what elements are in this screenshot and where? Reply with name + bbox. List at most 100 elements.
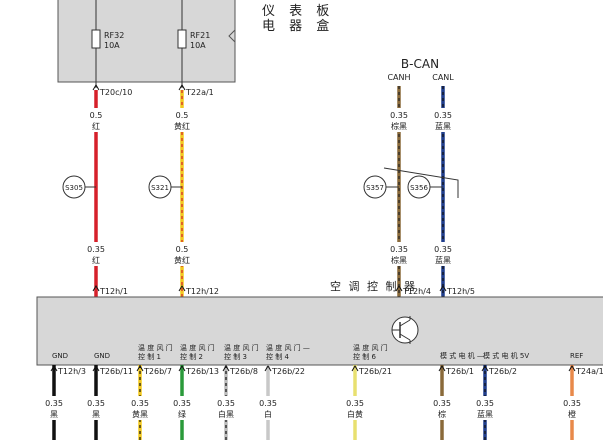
wire-color: 棕	[438, 409, 446, 419]
wire-size: 0.35	[390, 245, 408, 254]
wire-size: 0.35	[433, 399, 451, 408]
label-backing	[387, 108, 411, 132]
connector-arrow-icon	[178, 285, 186, 292]
fuse-rf21-icon	[177, 29, 187, 49]
module-pin-id: T26b/11	[99, 367, 133, 376]
module-pin-label: GND	[94, 352, 110, 360]
connector-arrow-icon	[264, 365, 272, 372]
bus-low-label: CANL	[432, 73, 454, 82]
fuse-rf32-icon	[91, 29, 101, 49]
module-pin-id: T26b/8	[229, 367, 258, 376]
splice-id: S357	[366, 184, 384, 192]
fuse-id: RF32	[104, 31, 124, 40]
connector-arrow-icon	[351, 365, 359, 372]
connector-arrow-icon	[481, 365, 489, 372]
bottom-wire: T26b/1 模 式 电 机 — 0.35棕	[430, 351, 484, 440]
module-pin-id: T26b/1	[445, 367, 474, 376]
module-pin-label: 温 度 风 门控 制 2	[180, 343, 215, 361]
module-pin-label: REF	[570, 352, 583, 360]
label-backing	[170, 242, 194, 266]
wire-color: 黄红	[174, 121, 190, 131]
label-backing	[431, 242, 455, 266]
label-backing	[84, 108, 108, 132]
module-pin-label: GND	[52, 352, 68, 360]
module-pin-id: T26b/7	[143, 367, 172, 376]
connector-arrow-icon	[50, 365, 58, 372]
wire-size: 0.35	[476, 399, 494, 408]
module-pin-label: 温 度 风 门控 制 3	[224, 343, 259, 361]
connector-arrow-icon	[439, 285, 447, 292]
wire-size: 0.35	[390, 111, 408, 120]
bus-title: B-CAN	[401, 57, 439, 71]
wire-size: 0.35	[434, 245, 452, 254]
module-pin-id: T12h/3	[57, 367, 86, 376]
wire-color: 棕黑	[391, 121, 407, 131]
module-pin-id: T12h/1	[99, 287, 128, 296]
splice-icon	[363, 175, 387, 199]
module-transistor-icon	[391, 316, 419, 344]
module-label: 空 调 控 制 器	[330, 279, 417, 293]
connector-arrow-icon	[92, 84, 100, 91]
module-pin-id: T24a/1	[575, 367, 603, 376]
wire-color: 白黄	[347, 409, 363, 419]
fuse-rating: 10A	[190, 41, 206, 50]
connector-arrow-icon	[178, 365, 186, 372]
wire-size: 0.5	[176, 111, 189, 120]
label-backing	[473, 396, 497, 420]
label-backing	[170, 108, 194, 132]
module-pin-label: 模 式 电 机 —	[440, 351, 484, 360]
wire-size: 0.35	[346, 399, 364, 408]
wire-size: 0.35	[259, 399, 277, 408]
wire-color: 白	[264, 409, 272, 419]
module-pin-label: 温 度 风 门控 制 6	[353, 343, 388, 361]
cluster-box-label-line2: 电 器 盒	[262, 18, 334, 34]
splice-icon	[62, 175, 86, 199]
connector-arrow-icon	[222, 365, 230, 372]
label-backing	[170, 396, 194, 420]
wire-color: 蓝黑	[435, 255, 451, 265]
wire-connector-id: T22a/1	[185, 88, 214, 97]
wire-size: 0.35	[434, 111, 452, 120]
wire-size: 0.35	[45, 399, 63, 408]
module-pin-id: T26b/13	[185, 367, 219, 376]
wire-color: 黄红	[174, 255, 190, 265]
splice-icon	[148, 175, 172, 199]
cluster-box-label-line1: 仪 表 板	[262, 4, 334, 19]
connector-arrow-icon	[92, 365, 100, 372]
label-backing	[214, 396, 238, 420]
climate-module-box	[36, 296, 603, 366]
wire-size: 0.35	[87, 245, 105, 254]
wire-size: 0.5	[176, 245, 189, 254]
wire-color: 白黑	[218, 409, 234, 419]
label-backing	[84, 242, 108, 266]
label-backing	[128, 396, 152, 420]
wire-color: 蓝黑	[435, 121, 451, 131]
label-backing	[560, 396, 584, 420]
wire-size: 0.35	[87, 399, 105, 408]
bottom-wire: T26b/13温 度 风 门控 制 20.35绿	[170, 343, 219, 440]
module-pin-id: T26b/21	[358, 367, 392, 376]
splice-id: S321	[151, 184, 169, 192]
cluster-fuse-box	[57, 0, 236, 83]
wire-color: 红	[92, 121, 100, 131]
label-backing	[387, 242, 411, 266]
bottom-wire: T26b/22温 度 风 门 —控 制 40.35白	[256, 343, 310, 440]
wire-size: 0.35	[563, 399, 581, 408]
connector-arrow-icon	[136, 365, 144, 372]
connector-arrow-icon	[178, 84, 186, 91]
splice-id: S356	[410, 184, 428, 192]
twisted-pair-marker	[383, 167, 459, 198]
module-pin-id: T12h/4	[402, 287, 431, 296]
